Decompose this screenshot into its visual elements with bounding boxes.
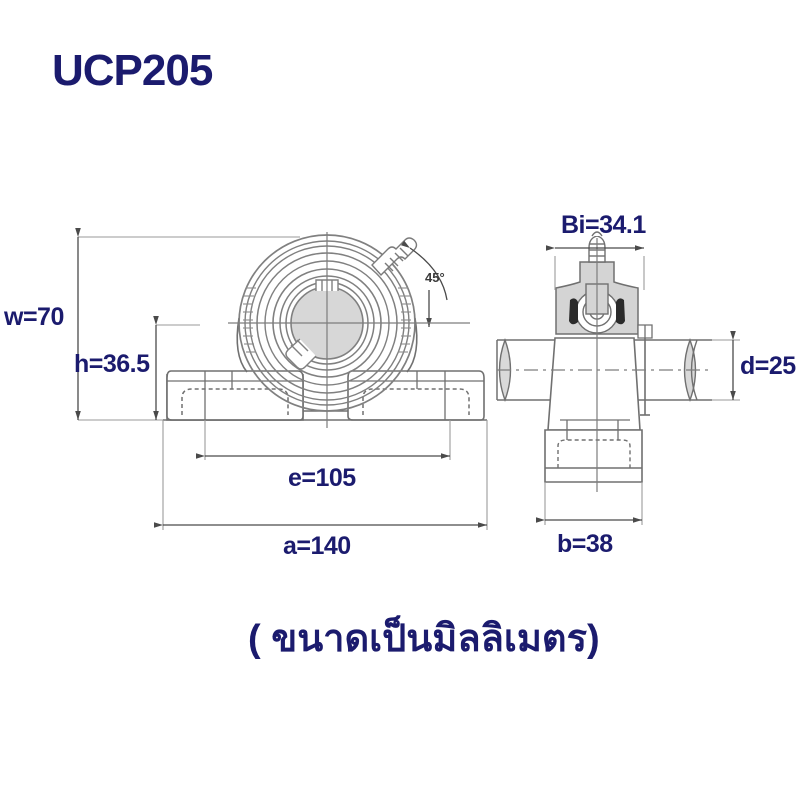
dimension-label-a: a=140: [283, 532, 351, 560]
front-elevation-view: [75, 228, 488, 530]
side-base-detail-lines: [560, 419, 630, 440]
front-foot-detail-lines: [167, 371, 484, 420]
grease-nipple-icon: [371, 237, 418, 277]
side-base-slot-dashed: [557, 439, 631, 468]
side-bearing-seals: [569, 298, 625, 325]
page-title: UCP205: [52, 46, 213, 95]
side-center-lines: [497, 238, 712, 492]
dimension-label-h: h=36.5: [74, 350, 150, 378]
bearing-ball-track-hatch: [243, 287, 411, 353]
side-housing-body: [547, 337, 650, 431]
dimension-label-w: w=70: [4, 303, 64, 331]
dimension-label-e: e=105: [288, 464, 356, 492]
dimension-label-d: d=25: [740, 352, 796, 380]
side-base-foot: [544, 429, 643, 483]
side-set-screw: [637, 324, 653, 339]
angle-45-annotation: [400, 240, 448, 327]
front-housing-body: [163, 370, 487, 421]
units-caption: ( ขนาดเป็นมิลลิเมตร): [248, 618, 600, 660]
side-section-view: [496, 231, 740, 525]
dimension-label-bi: Bi=34.1: [561, 211, 646, 239]
angle-note-label: 45°: [425, 270, 445, 285]
front-extension-lines: [78, 236, 488, 530]
front-center-lines: [228, 232, 470, 428]
front-set-screw-left: [285, 338, 317, 370]
dimension-label-b: b=38: [557, 530, 613, 558]
